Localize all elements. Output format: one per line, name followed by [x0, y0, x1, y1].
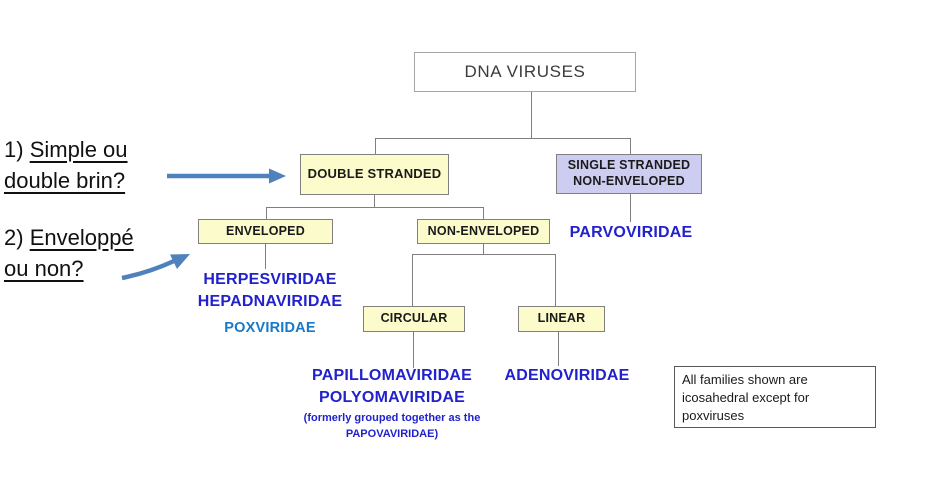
annotation-q2-line2: ou non? — [4, 253, 134, 284]
annotation-q1-line2: double brin? — [4, 165, 128, 196]
family-papova-note-line2: PAPOVAVIRIDAE) — [345, 428, 439, 440]
connector-line — [412, 254, 556, 255]
connector-line — [483, 207, 484, 220]
note-line1: All families shown are — [682, 372, 808, 387]
connector-line — [483, 244, 484, 255]
family-poxviridae: POXVIRIDAE — [224, 320, 316, 336]
node-circular-label: CIRCULAR — [380, 311, 448, 326]
node-dna-viruses-label: DNA VIRUSES — [464, 62, 586, 82]
connector-line — [558, 332, 559, 366]
node-circular: CIRCULAR — [363, 306, 465, 332]
node-single-stranded-label-line2: NON-ENVELOPED — [573, 174, 685, 188]
node-linear: LINEAR — [518, 306, 605, 332]
connector-line — [266, 207, 484, 208]
node-double-stranded-label: DOUBLE STRANDED — [307, 166, 442, 182]
connector-line — [265, 244, 266, 269]
connector-line — [555, 254, 556, 306]
family-hepadnaviridae: HEPADNAVIRIDAE — [197, 293, 343, 310]
connector-line — [374, 195, 375, 207]
family-papova-note-line1: (formerly grouped together as the — [303, 412, 481, 424]
connector-line — [375, 138, 376, 155]
node-non-enveloped: NON-ENVELOPED — [417, 219, 550, 244]
connector-line — [413, 332, 414, 368]
family-papillomaviridae: PAPILLOMAVIRIDAE — [312, 367, 472, 384]
family-parvoviridae: PARVOVIRIDAE — [569, 224, 693, 241]
node-single-stranded-label-line1: SINGLE STRANDED — [567, 158, 691, 173]
connector-line — [531, 92, 532, 139]
node-non-enveloped-label: NON-ENVELOPED — [427, 223, 540, 238]
connector-line — [375, 138, 631, 139]
node-double-stranded: DOUBLE STRANDED — [300, 154, 449, 195]
annotation-q1-text1: Simple ou — [29, 137, 128, 162]
connector-line — [412, 254, 413, 306]
annotation-q2-text2: ou non? — [4, 256, 84, 281]
note-line3: poxviruses — [682, 408, 745, 423]
annotation-q2-line1: 2) Enveloppé — [4, 222, 134, 253]
node-single-stranded: SINGLE STRANDED NON-ENVELOPED — [556, 154, 702, 194]
annotation-q1-line1: 1) Simple ou — [4, 134, 128, 165]
connector-line — [630, 138, 631, 155]
node-dna-viruses: DNA VIRUSES — [414, 52, 636, 92]
annotation-q1-number: 1) — [4, 137, 30, 162]
connector-line — [266, 207, 267, 220]
annotation-q2-text1: Enveloppé — [29, 225, 134, 250]
icosahedral-note-box: All families shown are icosahedral excep… — [674, 366, 876, 428]
family-polyomaviridae: POLYOMAVIRIDAE — [319, 389, 465, 406]
annotation-q1-text2: double brin? — [4, 168, 126, 193]
family-herpesviridae: HERPESVIRIDAE — [203, 271, 337, 288]
annotation-q2-number: 2) — [4, 225, 30, 250]
annotation-question-1: 1) Simple ou double brin? — [4, 134, 128, 196]
node-enveloped: ENVELOPED — [198, 219, 333, 244]
connector-line — [630, 194, 631, 222]
family-adenoviridae: ADENOVIRIDAE — [504, 367, 630, 384]
note-line2: icosahedral except for — [682, 390, 810, 405]
annotation-question-2: 2) Enveloppé ou non? — [4, 222, 134, 284]
node-enveloped-label: ENVELOPED — [226, 223, 305, 238]
arrow-to-double-stranded — [167, 168, 286, 184]
node-linear-label: LINEAR — [537, 311, 586, 326]
